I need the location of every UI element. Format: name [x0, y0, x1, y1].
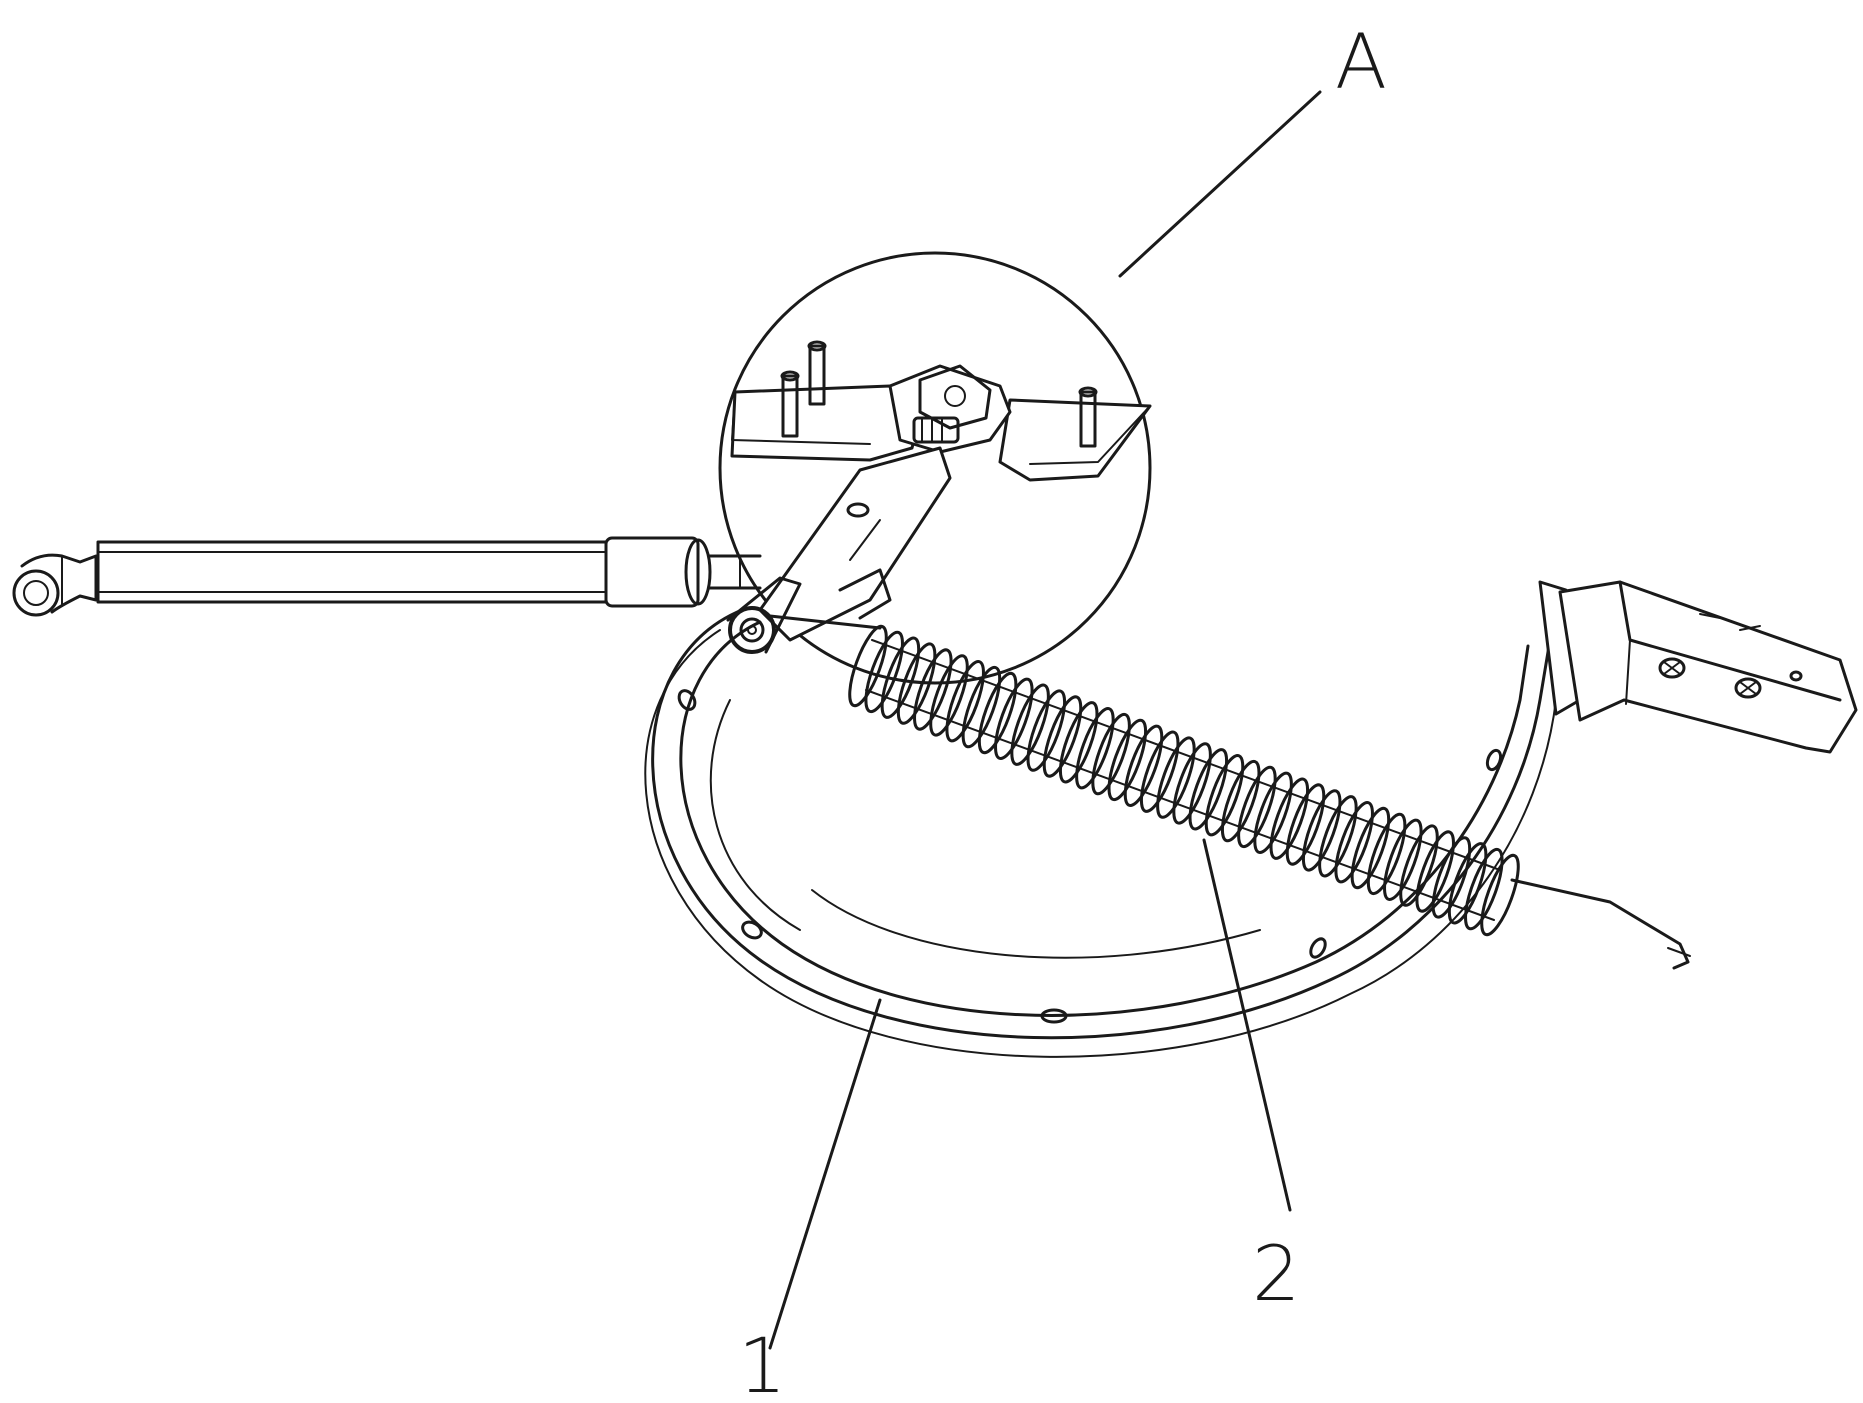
spring-coil: [1220, 759, 1261, 843]
spring-coil: [1350, 806, 1391, 890]
mounting-studs: [780, 340, 1098, 448]
spring-coil: [896, 642, 937, 725]
leader-1: [768, 998, 882, 1350]
pivot-lever: [726, 576, 882, 654]
spring-coil: [1285, 783, 1326, 866]
spring-coil: [961, 665, 1002, 749]
spring-coil: [880, 636, 921, 719]
spring-coil: [1383, 818, 1423, 901]
label-2: 2: [1252, 1229, 1300, 1318]
spring-coil: [1318, 795, 1358, 878]
spring-coil: [1269, 777, 1310, 860]
spring-coil: [1431, 836, 1472, 919]
spring-coil: [945, 660, 985, 743]
spring-coil: [1172, 742, 1212, 825]
leader-lines: [768, 90, 1322, 1350]
spring-coil: [994, 677, 1034, 760]
label-1: 1: [738, 1321, 786, 1403]
spring-coil: [1026, 689, 1067, 772]
coil-spring: [848, 624, 1691, 970]
spring-coil: [1253, 771, 1293, 854]
detail-circle-a: [718, 251, 1152, 685]
spring-coil: [1480, 853, 1520, 937]
spring-coil: [977, 671, 1018, 755]
spring-coil: [1237, 765, 1277, 849]
frame-holes: [677, 689, 1503, 1024]
spring-coil: [1091, 712, 1131, 796]
spring-coil: [1010, 683, 1050, 766]
spring-coil: [913, 648, 953, 731]
leader-2: [1202, 838, 1292, 1212]
spring-coil: [1334, 801, 1374, 884]
spring-coil: [1204, 754, 1245, 837]
spring-coil: [1301, 789, 1342, 872]
label-a: A: [1335, 17, 1387, 106]
spring-coil: [1415, 830, 1455, 913]
spring-coil: [1139, 730, 1180, 813]
spring-coil: [1464, 847, 1504, 931]
bracket-holes: [1658, 657, 1803, 699]
ball-joint-end: [12, 569, 60, 617]
spring-coil: [1058, 701, 1099, 784]
spring-coil: [1156, 736, 1196, 819]
spring-coil: [1366, 812, 1407, 896]
leader-a: [1118, 90, 1322, 278]
spring-coil: [864, 630, 904, 714]
spring-coil: [1447, 842, 1488, 925]
spring-coil: [1399, 824, 1439, 907]
spring-coil: [1107, 718, 1148, 802]
end-bracket: [1538, 580, 1858, 754]
spring-coil: [1075, 707, 1115, 790]
gas-strut: [12, 536, 762, 617]
spring-coil: [929, 654, 969, 737]
spring-coil: [848, 624, 888, 708]
spring-coil: [1042, 695, 1083, 778]
curved-frame: [644, 608, 1557, 1058]
spring-coil: [1123, 724, 1164, 807]
spring-coil: [1188, 748, 1229, 831]
